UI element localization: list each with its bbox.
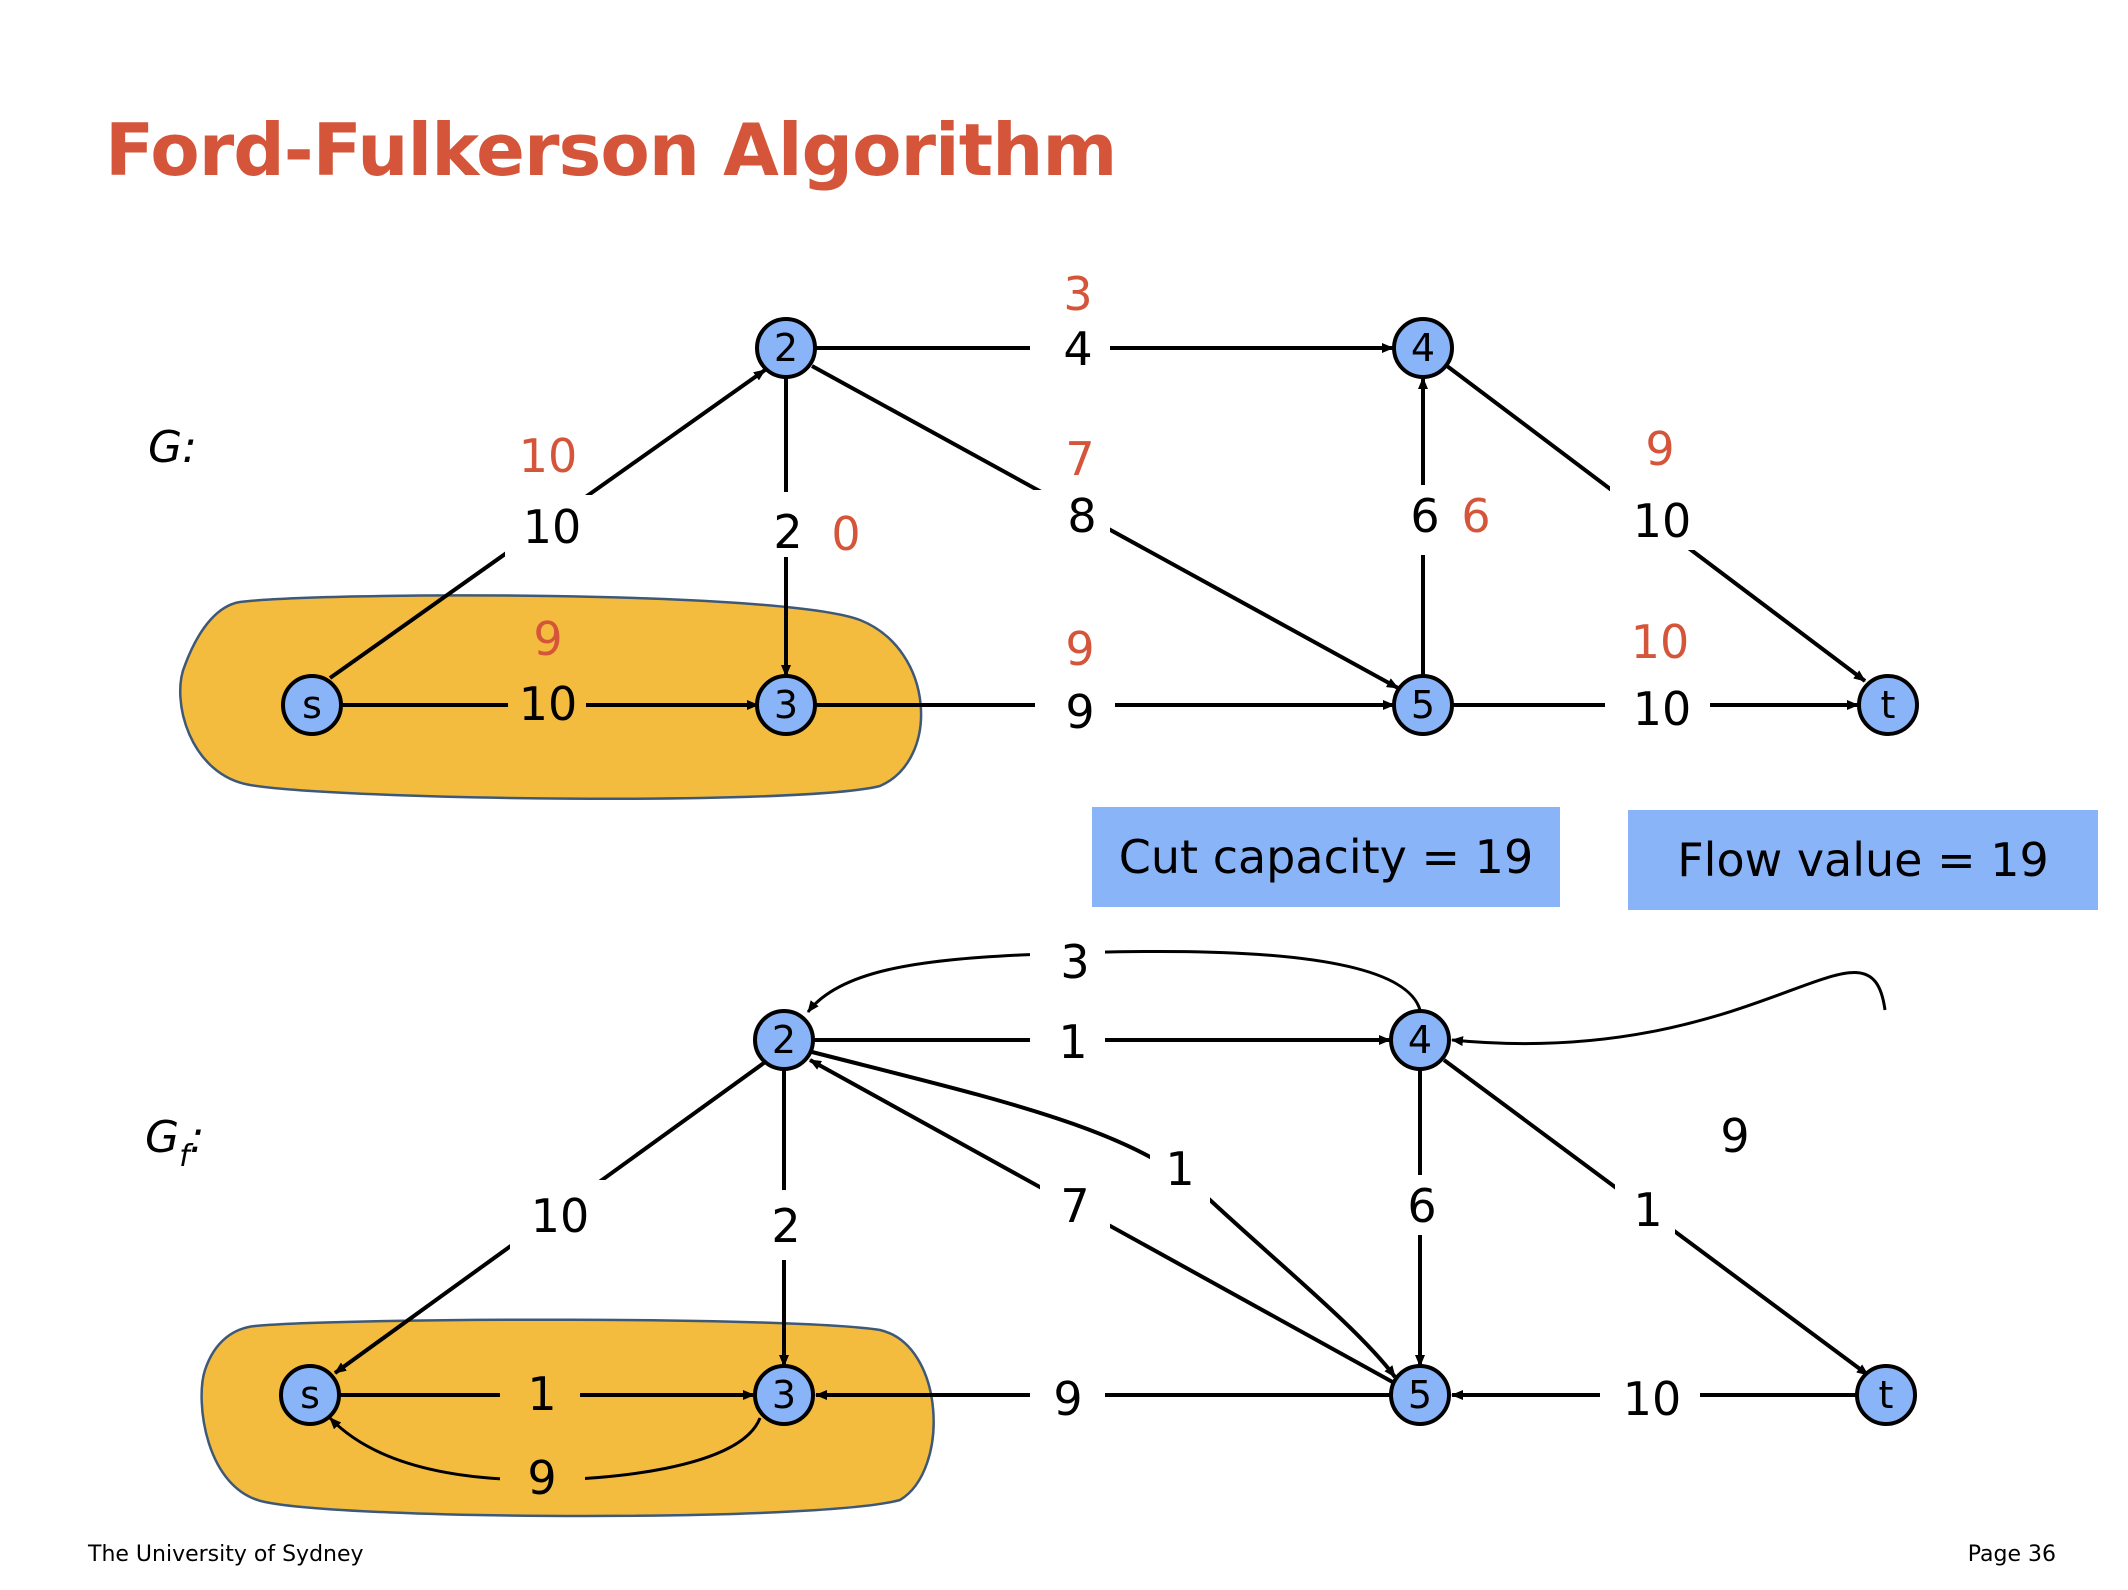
gf-cap-3-s: 9 bbox=[527, 1451, 556, 1505]
gf-cap-4-t: 1 bbox=[1633, 1183, 1662, 1237]
gf-node-5: 5 bbox=[1389, 1364, 1451, 1426]
g-node-3: 3 bbox=[755, 674, 817, 736]
svg-text:2: 2 bbox=[774, 326, 798, 370]
gf-node-2: 2 bbox=[753, 1009, 815, 1071]
g-flow-3-5: 9 bbox=[1065, 622, 1094, 676]
svg-text:t: t bbox=[1881, 683, 1896, 727]
footer-page-number: Page 36 bbox=[1967, 1542, 2056, 1567]
gf-node-s: s bbox=[279, 1364, 341, 1426]
svg-text:3: 3 bbox=[774, 683, 798, 727]
gf-cap-5-3: 9 bbox=[1053, 1372, 1082, 1426]
gf-cap-2-3: 2 bbox=[771, 1199, 800, 1253]
svg-text:5: 5 bbox=[1408, 1373, 1432, 1417]
g-cap-2-5: 8 bbox=[1067, 489, 1096, 543]
g-node-5: 5 bbox=[1392, 674, 1454, 736]
g-flow-4-t: 9 bbox=[1645, 422, 1674, 476]
gf-cap-t-4: 9 bbox=[1720, 1109, 1749, 1163]
gf-edge-t-4 bbox=[1451, 971, 1887, 1047]
graph-gf-label: Gf: bbox=[145, 1112, 205, 1174]
g-node-4: 4 bbox=[1392, 317, 1454, 379]
cut-capacity-box: Cut capacity = 19 bbox=[1092, 807, 1560, 907]
svg-text:4: 4 bbox=[1408, 1018, 1432, 1062]
gf-cap-4-5: 6 bbox=[1407, 1179, 1436, 1233]
gf-cap-t-5: 10 bbox=[1623, 1372, 1682, 1426]
gf-cap-s-3: 1 bbox=[527, 1367, 556, 1421]
slide-title: Ford-Fulkerson Algorithm bbox=[105, 108, 1117, 192]
gf-cap-2-s: 10 bbox=[531, 1189, 590, 1243]
gf-node-4: 4 bbox=[1389, 1009, 1451, 1071]
g-flow-s-3: 9 bbox=[533, 612, 562, 666]
g-cap-2-4: 4 bbox=[1063, 322, 1092, 376]
svg-text:4: 4 bbox=[1411, 326, 1435, 370]
gf-cap-4-2: 3 bbox=[1060, 935, 1089, 989]
g-cap-2-3: 2 bbox=[773, 505, 802, 559]
gf-cap-2-5: 1 bbox=[1165, 1142, 1194, 1196]
graph-g-label: G: bbox=[148, 422, 197, 473]
g-flow-s-2: 10 bbox=[519, 429, 578, 483]
svg-text:t: t bbox=[1879, 1373, 1894, 1417]
svg-text:2: 2 bbox=[772, 1018, 796, 1062]
g-flow-2-5: 7 bbox=[1065, 432, 1094, 486]
g-flow-2-3: 0 bbox=[831, 507, 860, 561]
gf-cap-5-2: 7 bbox=[1060, 1179, 1089, 1233]
gf-node-t: t bbox=[1855, 1364, 1917, 1426]
g-node-s: s bbox=[281, 674, 343, 736]
g-cap-3-5: 9 bbox=[1065, 685, 1094, 739]
svg-text:3: 3 bbox=[772, 1373, 796, 1417]
gf-edge-4-2 bbox=[806, 949, 1422, 1013]
g-node-2: 2 bbox=[755, 317, 817, 379]
g-cap-s-2: 10 bbox=[523, 500, 582, 554]
g-cap-4-t: 10 bbox=[1633, 494, 1692, 548]
gf-cap-2-4: 1 bbox=[1058, 1015, 1087, 1069]
g-cap-5-4: 6 bbox=[1410, 489, 1439, 543]
svg-text:s: s bbox=[302, 683, 322, 727]
svg-text:5: 5 bbox=[1411, 683, 1435, 727]
g-cap-5-t: 10 bbox=[1633, 682, 1692, 736]
svg-text:s: s bbox=[300, 1373, 320, 1417]
g-flow-5-4: 6 bbox=[1461, 489, 1490, 543]
g-node-t: t bbox=[1857, 674, 1919, 736]
gf-node-3: 3 bbox=[753, 1364, 815, 1426]
g-flow-5-t: 10 bbox=[1631, 615, 1690, 669]
flow-value-box: Flow value = 19 bbox=[1628, 810, 2098, 910]
footer-university: The University of Sydney bbox=[88, 1542, 364, 1567]
g-cap-s-3: 10 bbox=[519, 677, 578, 731]
g-flow-2-4: 3 bbox=[1063, 267, 1092, 321]
